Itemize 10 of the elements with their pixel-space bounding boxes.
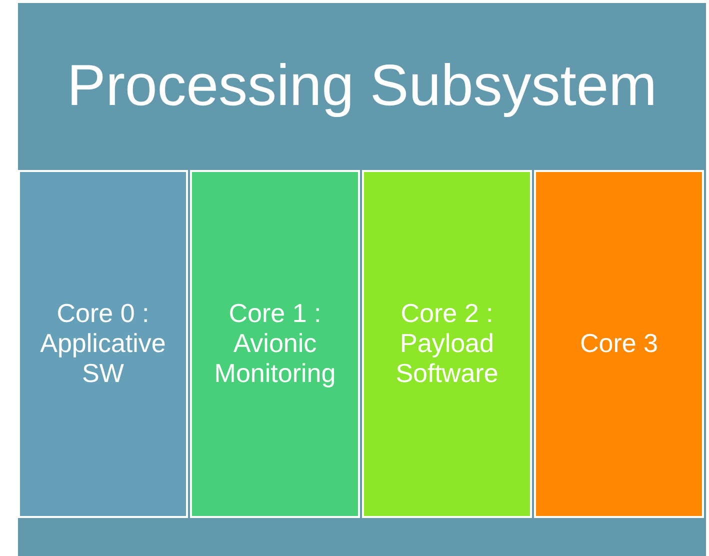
core-box	[190, 170, 360, 518]
core-box	[534, 170, 704, 518]
subsystem-panel	[18, 3, 706, 556]
core-box	[18, 170, 188, 518]
core-label: Core 1 : Avionic Monitoring	[213, 299, 337, 389]
core-label: Core 2 : Payload Software	[394, 299, 500, 389]
core-box	[362, 170, 532, 518]
core-label: Core 0 : Applicative SW	[39, 299, 167, 389]
core-label: Core 3	[578, 329, 660, 359]
title: Processing Subsystem	[66, 53, 658, 120]
